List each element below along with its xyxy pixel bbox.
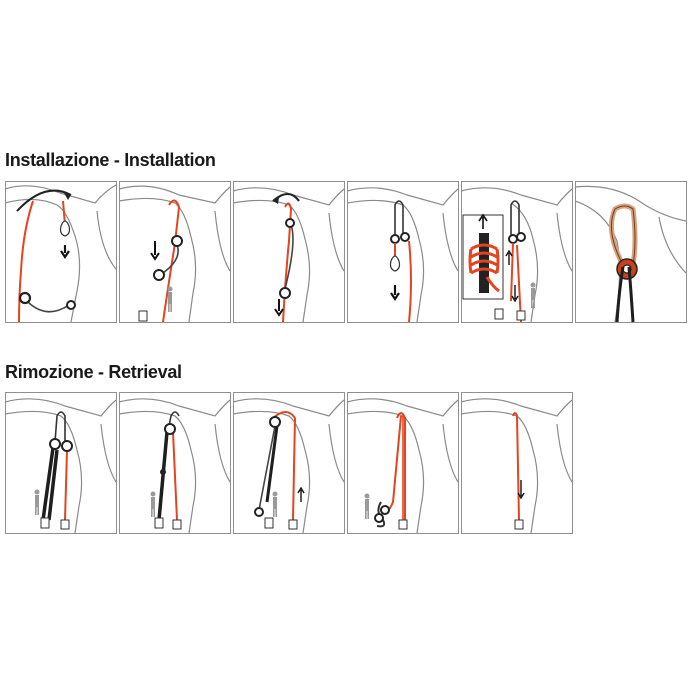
rope-bag <box>516 310 526 321</box>
down-arrow <box>150 241 160 261</box>
friction-saver-ring <box>374 513 384 523</box>
red-rope <box>292 417 296 521</box>
red-rope <box>394 240 412 323</box>
friction-saver-ring <box>508 234 518 244</box>
black-rope <box>157 431 169 521</box>
friction-saver-ring <box>164 423 176 435</box>
tree-trunk-outline <box>347 187 459 323</box>
rope-bag <box>138 310 148 322</box>
down-arrow <box>390 285 400 301</box>
tree-trunk-outline <box>5 398 117 534</box>
friction-saver-ring <box>61 440 73 452</box>
black-rope <box>510 200 520 237</box>
retrieval-step-2 <box>119 392 231 534</box>
retrieval-heading: Rimozione - Retrieval <box>5 362 182 382</box>
black-rope <box>41 447 59 521</box>
down-arrow <box>274 299 284 317</box>
friction-saver-ring <box>279 287 291 299</box>
rope-bag <box>172 519 182 530</box>
rope-bag <box>514 519 524 530</box>
arrow-head <box>273 197 279 204</box>
installation-heading: Installazione - Installation <box>5 150 216 170</box>
friction-saver-ring <box>380 505 390 515</box>
down-arrow <box>511 285 519 303</box>
red-rope <box>510 242 522 323</box>
black-rope <box>615 266 635 323</box>
friction-saver-ring <box>516 232 526 242</box>
friction-saver-ring <box>171 235 183 247</box>
red-rope <box>64 449 68 521</box>
up-arrow <box>478 213 488 229</box>
black-rope <box>394 200 404 237</box>
rope-bag <box>60 519 70 530</box>
climber-figure <box>272 491 278 517</box>
sling-outline <box>610 205 636 266</box>
tree-trunk-outline <box>347 398 459 534</box>
tree-trunk-outline <box>233 398 345 534</box>
installation-step-4 <box>347 181 459 323</box>
down-arrow <box>60 245 70 259</box>
throw-bag <box>59 220 71 237</box>
installation-step-5 <box>461 181 573 323</box>
installation-step-2 <box>119 181 231 323</box>
down-arrow <box>517 480 525 500</box>
friction-saver-ring <box>153 269 165 281</box>
retrieval-step-1 <box>5 392 117 534</box>
rope-bag <box>398 519 408 530</box>
rope-bag <box>264 517 274 529</box>
rope-bag <box>40 517 50 529</box>
rope-knot <box>160 469 166 475</box>
tree-trunk-outline <box>119 185 231 323</box>
prusik-knot <box>468 243 500 293</box>
up-arrow <box>297 486 305 502</box>
arrow-head <box>64 193 71 200</box>
curve-arrow <box>272 193 300 202</box>
climber-figure <box>530 282 536 308</box>
tree-trunk-outline <box>233 187 345 323</box>
climber-figure <box>167 286 173 312</box>
tree-trunk-outline <box>5 184 117 323</box>
tree-trunk-outline <box>119 398 231 534</box>
black-rope <box>284 224 294 290</box>
installation-step-1 <box>5 181 117 323</box>
black-rope <box>479 233 489 293</box>
friction-saver-ring <box>269 416 281 428</box>
tree-trunk-outline <box>461 398 573 534</box>
black-rope <box>265 425 279 503</box>
black-rope <box>258 425 276 511</box>
rope-bag <box>494 308 504 320</box>
black-rope <box>54 411 66 444</box>
throw-bag <box>389 255 401 272</box>
retrieval-step-4 <box>347 392 459 534</box>
installation-step-3 <box>233 181 345 323</box>
climber-figure <box>150 491 156 517</box>
red-rope <box>512 412 520 521</box>
friction-saver-ring <box>390 234 400 244</box>
friction-saver-ring <box>400 232 410 242</box>
climber-figure <box>364 493 370 519</box>
throw-arc-arrow <box>16 189 72 212</box>
retrieval-step-5 <box>461 392 573 534</box>
black-rope <box>168 411 180 427</box>
climber-figure <box>34 489 40 515</box>
tree-trunk-outline <box>461 187 573 323</box>
rope-bag <box>154 517 164 529</box>
rope-bag <box>288 519 298 530</box>
retrieval-step-3 <box>233 392 345 534</box>
friction-saver-ring <box>254 507 264 517</box>
installation-step-6 <box>575 181 687 323</box>
up-arrow <box>505 249 513 265</box>
friction-saver-ring <box>49 438 61 450</box>
friction-saver-ring <box>285 218 295 228</box>
red-rope <box>172 431 178 521</box>
friction-saver-ring <box>66 300 76 310</box>
friction-saver-ring <box>18 291 32 305</box>
